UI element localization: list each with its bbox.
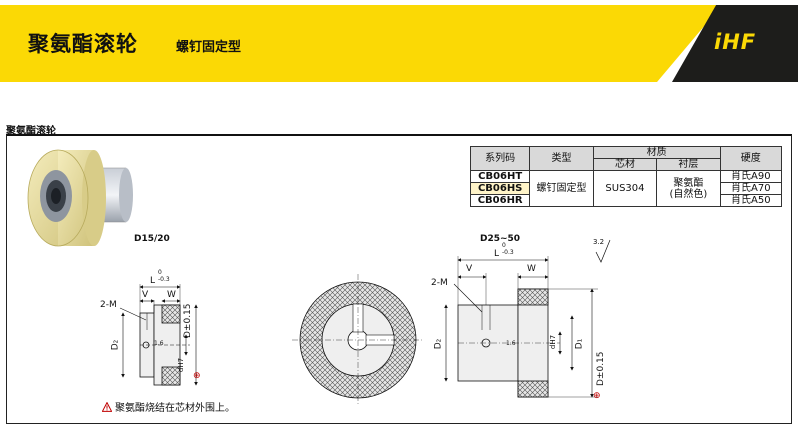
roughness-small-2: 1.6	[506, 340, 516, 347]
large-section-drawing	[444, 239, 611, 398]
position-tolerance-icon-small: ⊕	[193, 371, 201, 381]
row-code: CB06HR	[469, 194, 531, 207]
brand-logo-text: iHF	[714, 30, 757, 54]
dim-L-large: L	[494, 249, 500, 259]
dim-dH7-large: dH7	[549, 334, 558, 350]
header-type: 类型	[529, 146, 594, 171]
warning-icon	[102, 401, 112, 412]
dim-D1-large: D₁	[574, 338, 585, 350]
spec-table: 系列码 类型 材质 硬度 芯材 衬层 CB06HT 螺钉固定型 SUS304 聚…	[469, 146, 783, 207]
table-row: CB06HT 螺钉固定型 SUS304 聚氨酯 (自然色) 肖氏A90	[469, 170, 783, 207]
dim-V-small: V	[142, 290, 149, 300]
dim-W-small: W	[167, 290, 176, 300]
dim-D-small: D±0.15	[183, 303, 193, 338]
sintering-note: 聚氨酯烧结在芯材外围上。	[102, 399, 235, 414]
dim-2M-large: 2-M	[431, 278, 448, 288]
dim-V-large: V	[466, 264, 473, 274]
dim-D-large: D±0.15	[596, 351, 606, 386]
dim-L-tol-lower-large: -0.3	[502, 249, 514, 256]
product-photo	[27, 149, 133, 247]
row-hardness: 肖氏A50	[719, 194, 783, 207]
dim-L-tol-upper-large: 0	[502, 242, 506, 249]
banner-yellow-band	[0, 5, 722, 82]
row-lining: 聚氨酯 (自然色)	[656, 170, 721, 207]
row-core: SUS304	[592, 170, 658, 207]
dim-W-large: W	[527, 264, 536, 274]
small-section-drawing	[119, 284, 198, 386]
header-code: 系列码	[469, 146, 531, 171]
section-title: 聚氨酯滚轮	[6, 126, 56, 137]
front-view-drawing	[292, 274, 424, 406]
lining-line2: (自然色)	[669, 188, 708, 200]
table-row: CB06HR 肖氏A50	[469, 194, 783, 207]
header-banner: 聚氨酯滚轮 螺钉固定型 iHF	[0, 0, 798, 86]
lining-line1: 聚氨酯	[673, 177, 704, 189]
roughness-small-1: 1.6	[154, 340, 164, 347]
dim-L-tol-lower-small: -0.3	[158, 276, 170, 283]
note-text: 聚氨酯烧结在芯材外围上。	[115, 403, 235, 414]
page-title: 聚氨酯滚轮	[28, 32, 138, 56]
dim-D2-large: D₂	[433, 338, 444, 350]
dim-L-tol-upper-small: 0	[158, 269, 162, 276]
section-frame	[6, 134, 792, 424]
row-code: CB06HS	[469, 182, 531, 195]
dim-L-small: L	[150, 276, 156, 286]
dim-dH7-small: dH7	[177, 357, 186, 373]
roughness-label: 3.2	[593, 238, 605, 246]
dim-2M-small: 2-M	[100, 300, 117, 310]
page-subtitle: 螺钉固定型	[176, 40, 242, 55]
dim-D2-small: D₂	[110, 339, 121, 351]
header-lining: 衬层	[656, 158, 721, 171]
brand-logo: iHF	[714, 30, 774, 54]
position-tolerance-icon-large: ⊕	[593, 391, 601, 401]
small-drawing-label: D15/20	[134, 234, 170, 244]
large-drawing-label: D25~50	[480, 234, 521, 244]
table-row: CB06HS 肖氏A70	[469, 182, 783, 195]
row-type: 螺钉固定型	[529, 170, 594, 207]
